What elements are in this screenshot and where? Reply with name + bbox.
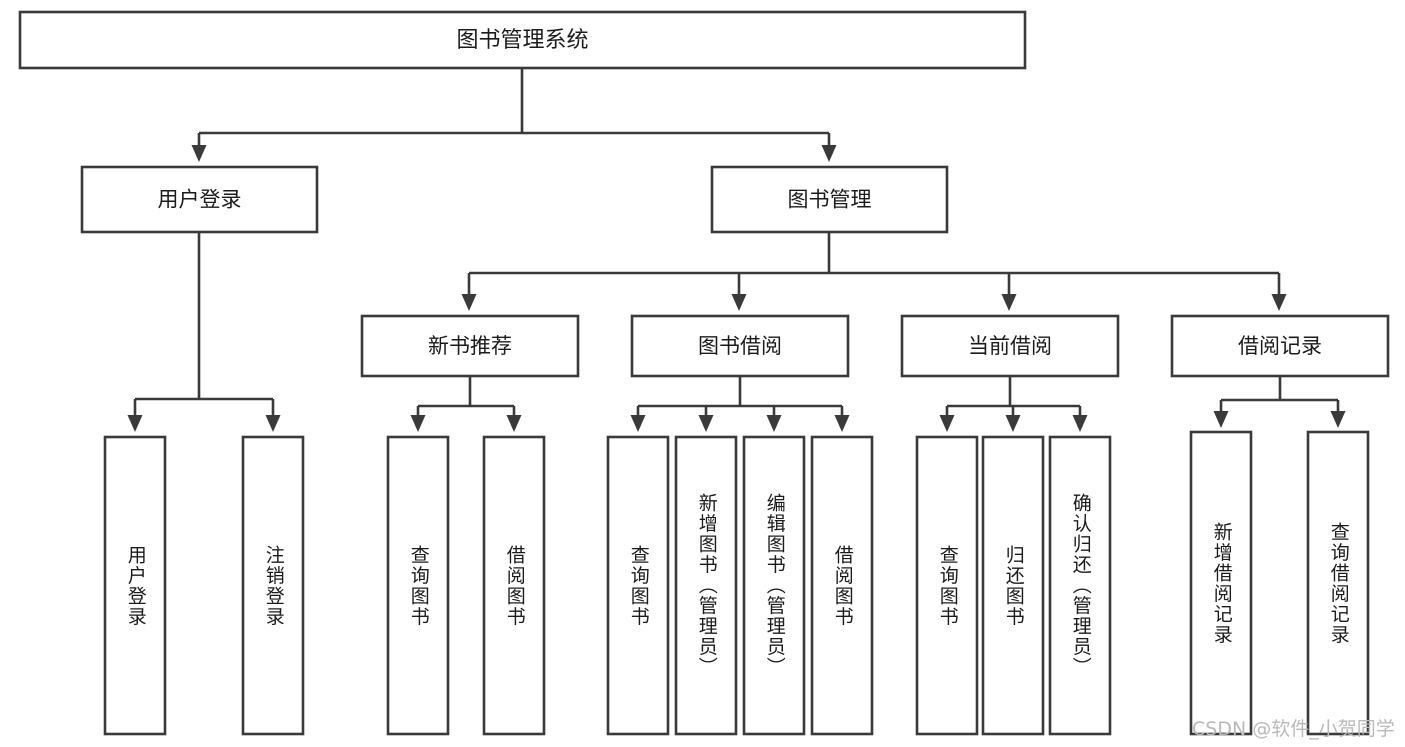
node-box — [386, 435, 450, 736]
node-box — [1170, 314, 1390, 378]
node-leaf-rec-query[interactable] — [386, 435, 450, 736]
node-root[interactable]: 图书管理系统 — [18, 10, 1027, 70]
arrow-head-icon — [410, 415, 426, 432]
node-leaf-borrow-query[interactable] — [606, 435, 670, 736]
node-box — [915, 435, 979, 736]
node-box — [18, 10, 1027, 70]
node-box — [606, 435, 670, 736]
node-new-book-rec[interactable]: 新书推荐 — [360, 314, 580, 378]
node-label-vertical: 新增图书（管理员） — [695, 493, 718, 678]
node-label-vertical: 确认归还（管理员） — [1069, 493, 1092, 678]
node-leaf-user-login[interactable] — [103, 435, 167, 736]
arrow-head-icon — [1001, 294, 1017, 311]
arrow-head-icon — [506, 415, 522, 432]
node-label-vertical: 归还图书 — [1002, 544, 1025, 627]
node-box — [482, 435, 546, 736]
node-label: 图书管理 — [788, 188, 872, 212]
arrow-head-icon — [127, 415, 143, 432]
node-label-vertical: 查询借阅记录 — [1327, 521, 1350, 645]
node-label-vertical: 查询图书 — [407, 544, 430, 627]
node-label: 图书借阅 — [698, 334, 782, 358]
node-label: 借阅记录 — [1238, 334, 1322, 358]
node-box — [710, 165, 949, 234]
node-leaf-rec-add[interactable] — [1189, 430, 1253, 736]
arrow-head-icon — [821, 145, 837, 162]
node-box — [810, 435, 874, 736]
node-leaf-borrow-edit[interactable] — [742, 435, 806, 736]
arrow-head-icon — [461, 294, 477, 311]
arrow-head-icon — [698, 415, 714, 432]
node-leaf-rec-search[interactable] — [1306, 430, 1370, 736]
arrow-head-icon — [1271, 294, 1287, 311]
node-leaf-cur-return[interactable] — [981, 435, 1045, 736]
arrow-head-icon — [766, 415, 782, 432]
node-box — [1306, 430, 1370, 736]
node-leaf-borrow-lend[interactable] — [810, 435, 874, 736]
node-box — [742, 435, 806, 736]
node-box — [674, 435, 738, 736]
node-label-vertical: 新增借阅记录 — [1210, 521, 1233, 645]
node-book-borrow[interactable]: 图书借阅 — [630, 314, 850, 378]
node-label: 新书推荐 — [428, 334, 512, 358]
node-label: 当前借阅 — [968, 334, 1052, 358]
node-leaf-cur-confirm[interactable] — [1048, 435, 1112, 736]
node-label-vertical: 编辑图书（管理员） — [763, 493, 786, 678]
node-box — [900, 314, 1120, 378]
node-box — [241, 435, 305, 736]
arrow-head-icon — [191, 145, 207, 162]
node-current-borrow[interactable]: 当前借阅 — [900, 314, 1120, 378]
node-box — [80, 165, 319, 234]
node-leaf-borrow-add[interactable] — [674, 435, 738, 736]
node-borrow-record[interactable]: 借阅记录 — [1170, 314, 1390, 378]
arrow-head-icon — [1330, 411, 1346, 428]
arrow-head-icon — [1213, 411, 1229, 428]
node-label-vertical: 用户登录 — [124, 544, 147, 627]
node-box — [630, 314, 850, 378]
arrow-head-icon — [1072, 415, 1088, 432]
node-box — [1048, 435, 1112, 736]
arrow-head-icon — [731, 294, 747, 311]
arrow-head-icon — [630, 415, 646, 432]
node-box — [103, 435, 167, 736]
arrow-head-icon — [834, 415, 850, 432]
node-book-manage[interactable]: 图书管理 — [710, 165, 949, 234]
node-box — [360, 314, 580, 378]
arrow-head-icon — [1005, 415, 1021, 432]
node-label-vertical: 借阅图书 — [503, 544, 526, 627]
watermark-text: CSDN @软件_小贺同学 — [1192, 718, 1395, 740]
node-box — [981, 435, 1045, 736]
node-leaf-user-logout[interactable] — [241, 435, 305, 736]
node-label-vertical: 注销登录 — [262, 544, 285, 627]
node-label-vertical: 查询图书 — [936, 544, 959, 627]
node-box — [1189, 430, 1253, 736]
arrow-head-icon — [939, 415, 955, 432]
node-label-vertical: 查询图书 — [627, 544, 650, 627]
node-label: 图书管理系统 — [456, 28, 588, 53]
node-leaf-rec-borrow[interactable] — [482, 435, 546, 736]
arrow-head-icon — [265, 415, 281, 432]
node-label-vertical: 借阅图书 — [831, 544, 854, 627]
node-leaf-cur-query[interactable] — [915, 435, 979, 736]
node-label: 用户登录 — [158, 188, 242, 212]
node-user-login[interactable]: 用户登录 — [80, 165, 319, 234]
